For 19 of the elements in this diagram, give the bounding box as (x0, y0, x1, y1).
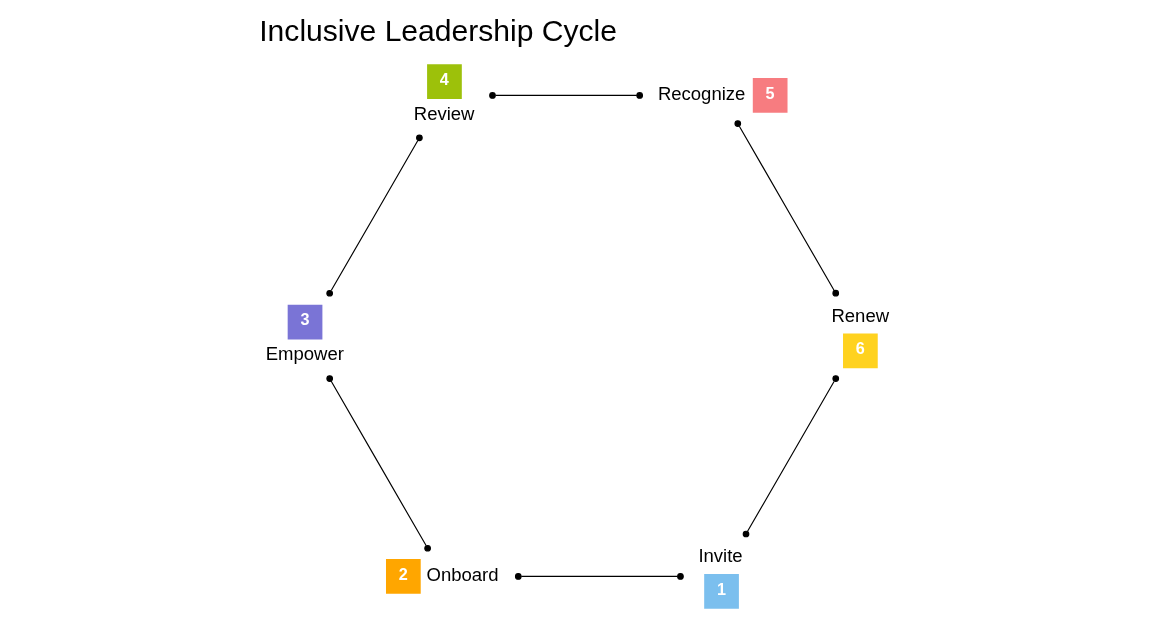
node-label: Onboard (426, 563, 499, 585)
connector (742, 375, 840, 538)
node-label: Renew (831, 304, 890, 326)
node-box: 5 (752, 78, 788, 113)
node-box: 6 (843, 333, 878, 369)
node-label: Review (413, 102, 475, 124)
node-label: Invite (698, 545, 743, 567)
node-box: 1 (704, 574, 739, 609)
connector (514, 573, 684, 580)
node-label: Recognize (657, 82, 746, 104)
node-box: 4 (427, 64, 462, 99)
connector (489, 92, 644, 99)
connector (326, 375, 431, 552)
connector (326, 134, 423, 297)
node-box: 3 (287, 304, 323, 340)
node-box: 2 (386, 559, 421, 594)
connector (734, 120, 840, 297)
diagram-title: Inclusive Leadership Cycle (259, 14, 618, 48)
node-label: Empower (265, 342, 344, 364)
